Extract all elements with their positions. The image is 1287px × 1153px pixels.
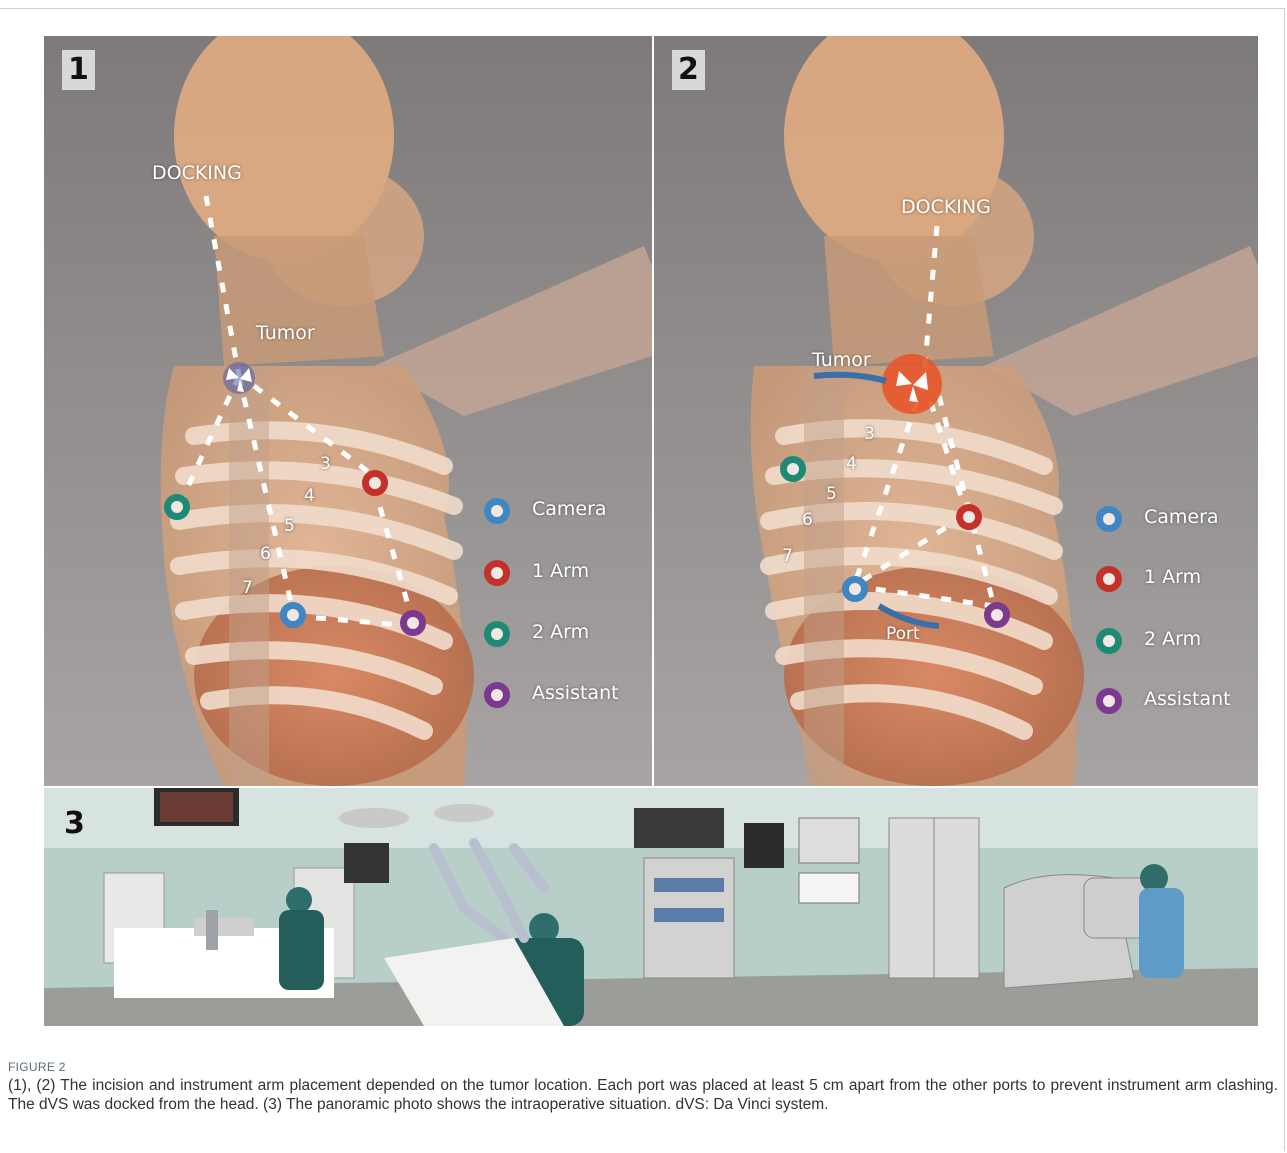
port-1-arm-marker bbox=[956, 504, 982, 530]
port-2-arm-marker bbox=[780, 456, 806, 482]
port-camera-marker bbox=[280, 602, 306, 628]
rib-label: 7 bbox=[782, 546, 793, 566]
assistant-icon bbox=[484, 682, 510, 708]
figure-label: FIGURE 2 bbox=[8, 1060, 66, 1074]
panel-2-anatomy-drawing bbox=[654, 36, 1258, 786]
operating-room-scene bbox=[44, 788, 1258, 1026]
camera-icon bbox=[1096, 506, 1122, 532]
legend-label: Camera bbox=[532, 498, 607, 520]
port-1-arm-marker bbox=[362, 470, 388, 496]
port-2-arm-marker bbox=[164, 494, 190, 520]
legend-label: 2 Arm bbox=[1144, 628, 1201, 650]
legend-assistant: Assistant bbox=[484, 678, 644, 714]
legend-2-arm: 2 Arm bbox=[1096, 624, 1256, 660]
arm-2-icon bbox=[484, 621, 510, 647]
figure-caption: (1), (2) The incision and instrument arm… bbox=[8, 1076, 1278, 1114]
panel-3-number: 3 bbox=[64, 806, 85, 842]
legend-label: Assistant bbox=[532, 682, 619, 704]
rib-label: 6 bbox=[802, 510, 813, 530]
panel-2-number: 2 bbox=[672, 50, 705, 90]
panel-1-port-placement-illustration: 1 DOCKING Tumor 3 4 5 6 7 Camera 1 Arm 2… bbox=[44, 36, 652, 786]
rib-label: 5 bbox=[284, 516, 295, 536]
legend-camera: Camera bbox=[1096, 502, 1256, 538]
docking-label: DOCKING bbox=[901, 196, 991, 218]
legend-label: Camera bbox=[1144, 506, 1219, 528]
legend-label: Assistant bbox=[1144, 688, 1231, 710]
docking-label: DOCKING bbox=[152, 162, 242, 184]
legend-label: 1 Arm bbox=[1144, 566, 1201, 588]
arm-2-icon bbox=[1096, 628, 1122, 654]
rib-label: 7 bbox=[242, 578, 253, 598]
legend-2-arm: 2 Arm bbox=[484, 617, 644, 653]
assistant-icon bbox=[1096, 688, 1122, 714]
rib-label: 3 bbox=[320, 454, 331, 474]
port-assistant-marker bbox=[400, 610, 426, 636]
panel-1-anatomy-drawing bbox=[44, 36, 652, 786]
legend-1-arm: 1 Arm bbox=[1096, 562, 1256, 598]
panel-1-number: 1 bbox=[62, 50, 95, 90]
panel-3-operating-room-photo: 3 bbox=[44, 788, 1258, 1026]
rib-label: 5 bbox=[826, 484, 837, 504]
legend-assistant: Assistant bbox=[1096, 684, 1256, 720]
legend-label: 2 Arm bbox=[532, 621, 589, 643]
legend-label: 1 Arm bbox=[532, 560, 589, 582]
legend-camera: Camera bbox=[484, 494, 644, 530]
camera-icon bbox=[484, 498, 510, 524]
legend-1-arm: 1 Arm bbox=[484, 556, 644, 592]
panel-2-port-placement-illustration: 2 DOCKING Tumor Port 3 4 5 6 7 Camera 1 … bbox=[654, 36, 1258, 786]
arm-1-icon bbox=[484, 560, 510, 586]
rib-label: 3 bbox=[864, 424, 875, 444]
tumor-label: Tumor bbox=[256, 322, 315, 344]
port-camera-marker bbox=[842, 576, 868, 602]
tumor-label: Tumor bbox=[812, 349, 871, 371]
port-assistant-marker bbox=[984, 602, 1010, 628]
port-label: Port bbox=[886, 624, 920, 644]
rib-label: 6 bbox=[260, 544, 271, 564]
rib-label: 4 bbox=[846, 454, 857, 474]
rib-label: 4 bbox=[304, 486, 315, 506]
arm-1-icon bbox=[1096, 566, 1122, 592]
